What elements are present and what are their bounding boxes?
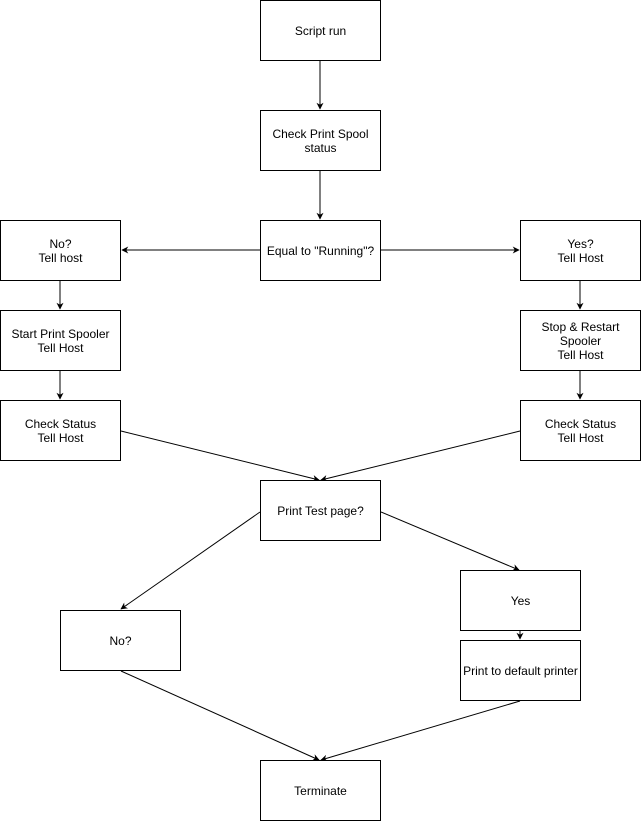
check-status-right-to-print-test-arrow [320,430,521,482]
print-default-to-terminate-arrow [320,700,521,762]
check-status-right-node: Check Status Tell Host [520,400,641,461]
start-print-spooler-label-1: Start Print Spooler [11,326,110,341]
stop-restart-spooler-node: Stop & Restart Spooler Tell Host [520,310,641,371]
no-tell-host-label-1: No? [49,236,72,251]
script-run-node: Script run [260,0,381,61]
print-test-page-label-1: Print Test page? [277,503,364,518]
check-status-right-label-2: Tell Host [557,430,604,445]
check-print-spool-label-2: status [304,140,337,155]
check-print-spool-node: Check Print Spool status [260,110,381,171]
check-status-right-label-1: Check Status [544,416,617,431]
no-tell-host-label-2: Tell host [38,250,83,265]
check-status-left-label-1: Check Status [24,416,97,431]
terminate-node: Terminate [260,760,381,821]
equal-running-node: Equal to "Running"? [260,220,381,281]
yes-print-node: Yes [460,570,581,631]
stop-restart-spooler-label-2: Spooler [559,333,602,348]
stop-restart-spooler-label-3: Tell Host [557,347,604,362]
no-print-to-terminate-arrow [120,670,320,761]
print-test-to-yes-print-arrow [380,511,520,571]
yes-tell-host-node: Yes? Tell Host [520,220,641,281]
check-status-left-label-2: Tell Host [37,430,84,445]
yes-print-label-1: Yes [510,593,531,608]
no-print-label-1: No? [109,633,132,648]
start-print-spooler-node: Start Print Spooler Tell Host [0,310,121,371]
check-status-left-to-print-test-arrow [120,430,320,482]
print-test-to-no-print-arrow [120,511,261,610]
print-test-page-node: Print Test page? [260,480,381,541]
no-print-node: No? [60,610,181,671]
check-print-spool-label-1: Check Print Spool [272,126,369,141]
no-tell-host-node: No? Tell host [0,220,121,281]
check-status-left-node: Check Status Tell Host [0,400,121,461]
print-default-printer-label-1: Print to default printer [463,663,578,678]
start-print-spooler-label-2: Tell Host [37,340,84,355]
stop-restart-spooler-label-1: Stop & Restart [541,319,620,334]
print-default-printer-node: Print to default printer [460,640,581,701]
yes-tell-host-label-2: Tell Host [557,250,604,265]
terminate-label-1: Terminate [294,783,347,798]
yes-tell-host-label-1: Yes? [567,236,594,251]
script-run-label-1: Script run [294,23,347,38]
equal-running-label-1: Equal to "Running"? [266,243,375,258]
